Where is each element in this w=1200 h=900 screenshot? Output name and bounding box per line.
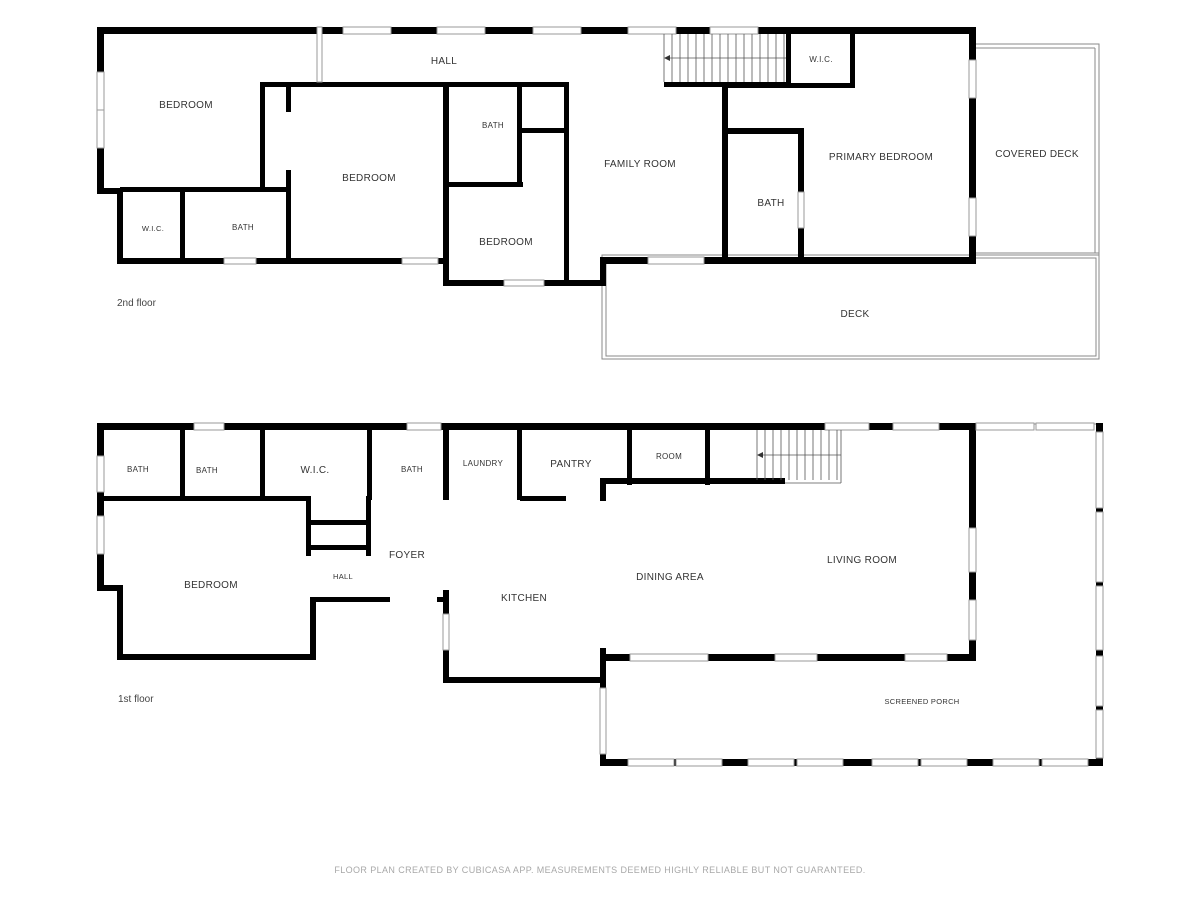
room-label-wic: W.I.C. [300, 465, 329, 476]
room-label-kitchen: KITCHEN [501, 593, 547, 604]
first-floor-plan: BATH BATH W.I.C. BATH LAUNDRY PANTRY ROO… [96, 422, 1104, 767]
room-label-room: ROOM [656, 452, 682, 461]
floor-label-first: 1st floor [118, 694, 154, 705]
room-label-bath-upper: BATH [482, 121, 504, 130]
room-label-bedroom-mid: BEDROOM [342, 173, 396, 184]
room-label-family-room: FAMILY ROOM [604, 159, 676, 170]
room-label-wic-right: W.I.C. [809, 55, 833, 64]
second-floor-labels: HALL BEDROOM BEDROOM BATH FAMILY ROOM W.… [142, 55, 1079, 320]
room-label-bedroom: BEDROOM [184, 580, 238, 591]
room-label-bedroom-small: BEDROOM [479, 237, 533, 248]
room-label-bath-3: BATH [401, 465, 423, 474]
room-label-hall: HALL [333, 572, 353, 581]
second-floor-plan: HALL BEDROOM BEDROOM BATH FAMILY ROOM W.… [96, 26, 1100, 360]
room-label-dining-area: DINING AREA [636, 572, 704, 583]
room-label-bath-primary: BATH [757, 198, 784, 209]
floor-label-second: 2nd floor [117, 298, 157, 309]
room-label-bath-2: BATH [196, 466, 218, 475]
room-label-living-room: LIVING ROOM [827, 555, 897, 566]
deck-outline [601, 254, 1100, 360]
screened-porch-outline [975, 423, 1103, 765]
second-floor-stairs [663, 34, 786, 82]
room-label-deck: DECK [841, 309, 870, 320]
second-floor-windows [96, 26, 977, 287]
room-label-laundry: LAUNDRY [463, 459, 504, 468]
first-floor-labels: BATH BATH W.I.C. BATH LAUNDRY PANTRY ROO… [127, 452, 959, 706]
footer-disclaimer: FLOOR PLAN CREATED BY CUBICASA APP. MEAS… [334, 865, 865, 875]
first-floor-stairs [756, 430, 842, 484]
room-label-primary-bedroom: PRIMARY BEDROOM [829, 152, 933, 163]
room-label-foyer: FOYER [389, 550, 425, 561]
room-label-bath-1: BATH [127, 465, 149, 474]
room-label-bath-left: BATH [232, 223, 254, 232]
room-label-hall: HALL [431, 56, 457, 67]
first-floor-windows [96, 422, 1104, 767]
room-label-bedroom-left: BEDROOM [159, 100, 213, 111]
covered-deck-outline [975, 43, 1100, 255]
room-label-screened-porch: SCREENED PORCH [884, 697, 959, 706]
room-label-pantry: PANTRY [550, 459, 591, 470]
room-label-wic-left: W.I.C. [142, 224, 164, 233]
room-label-covered-deck: COVERED DECK [995, 149, 1079, 160]
